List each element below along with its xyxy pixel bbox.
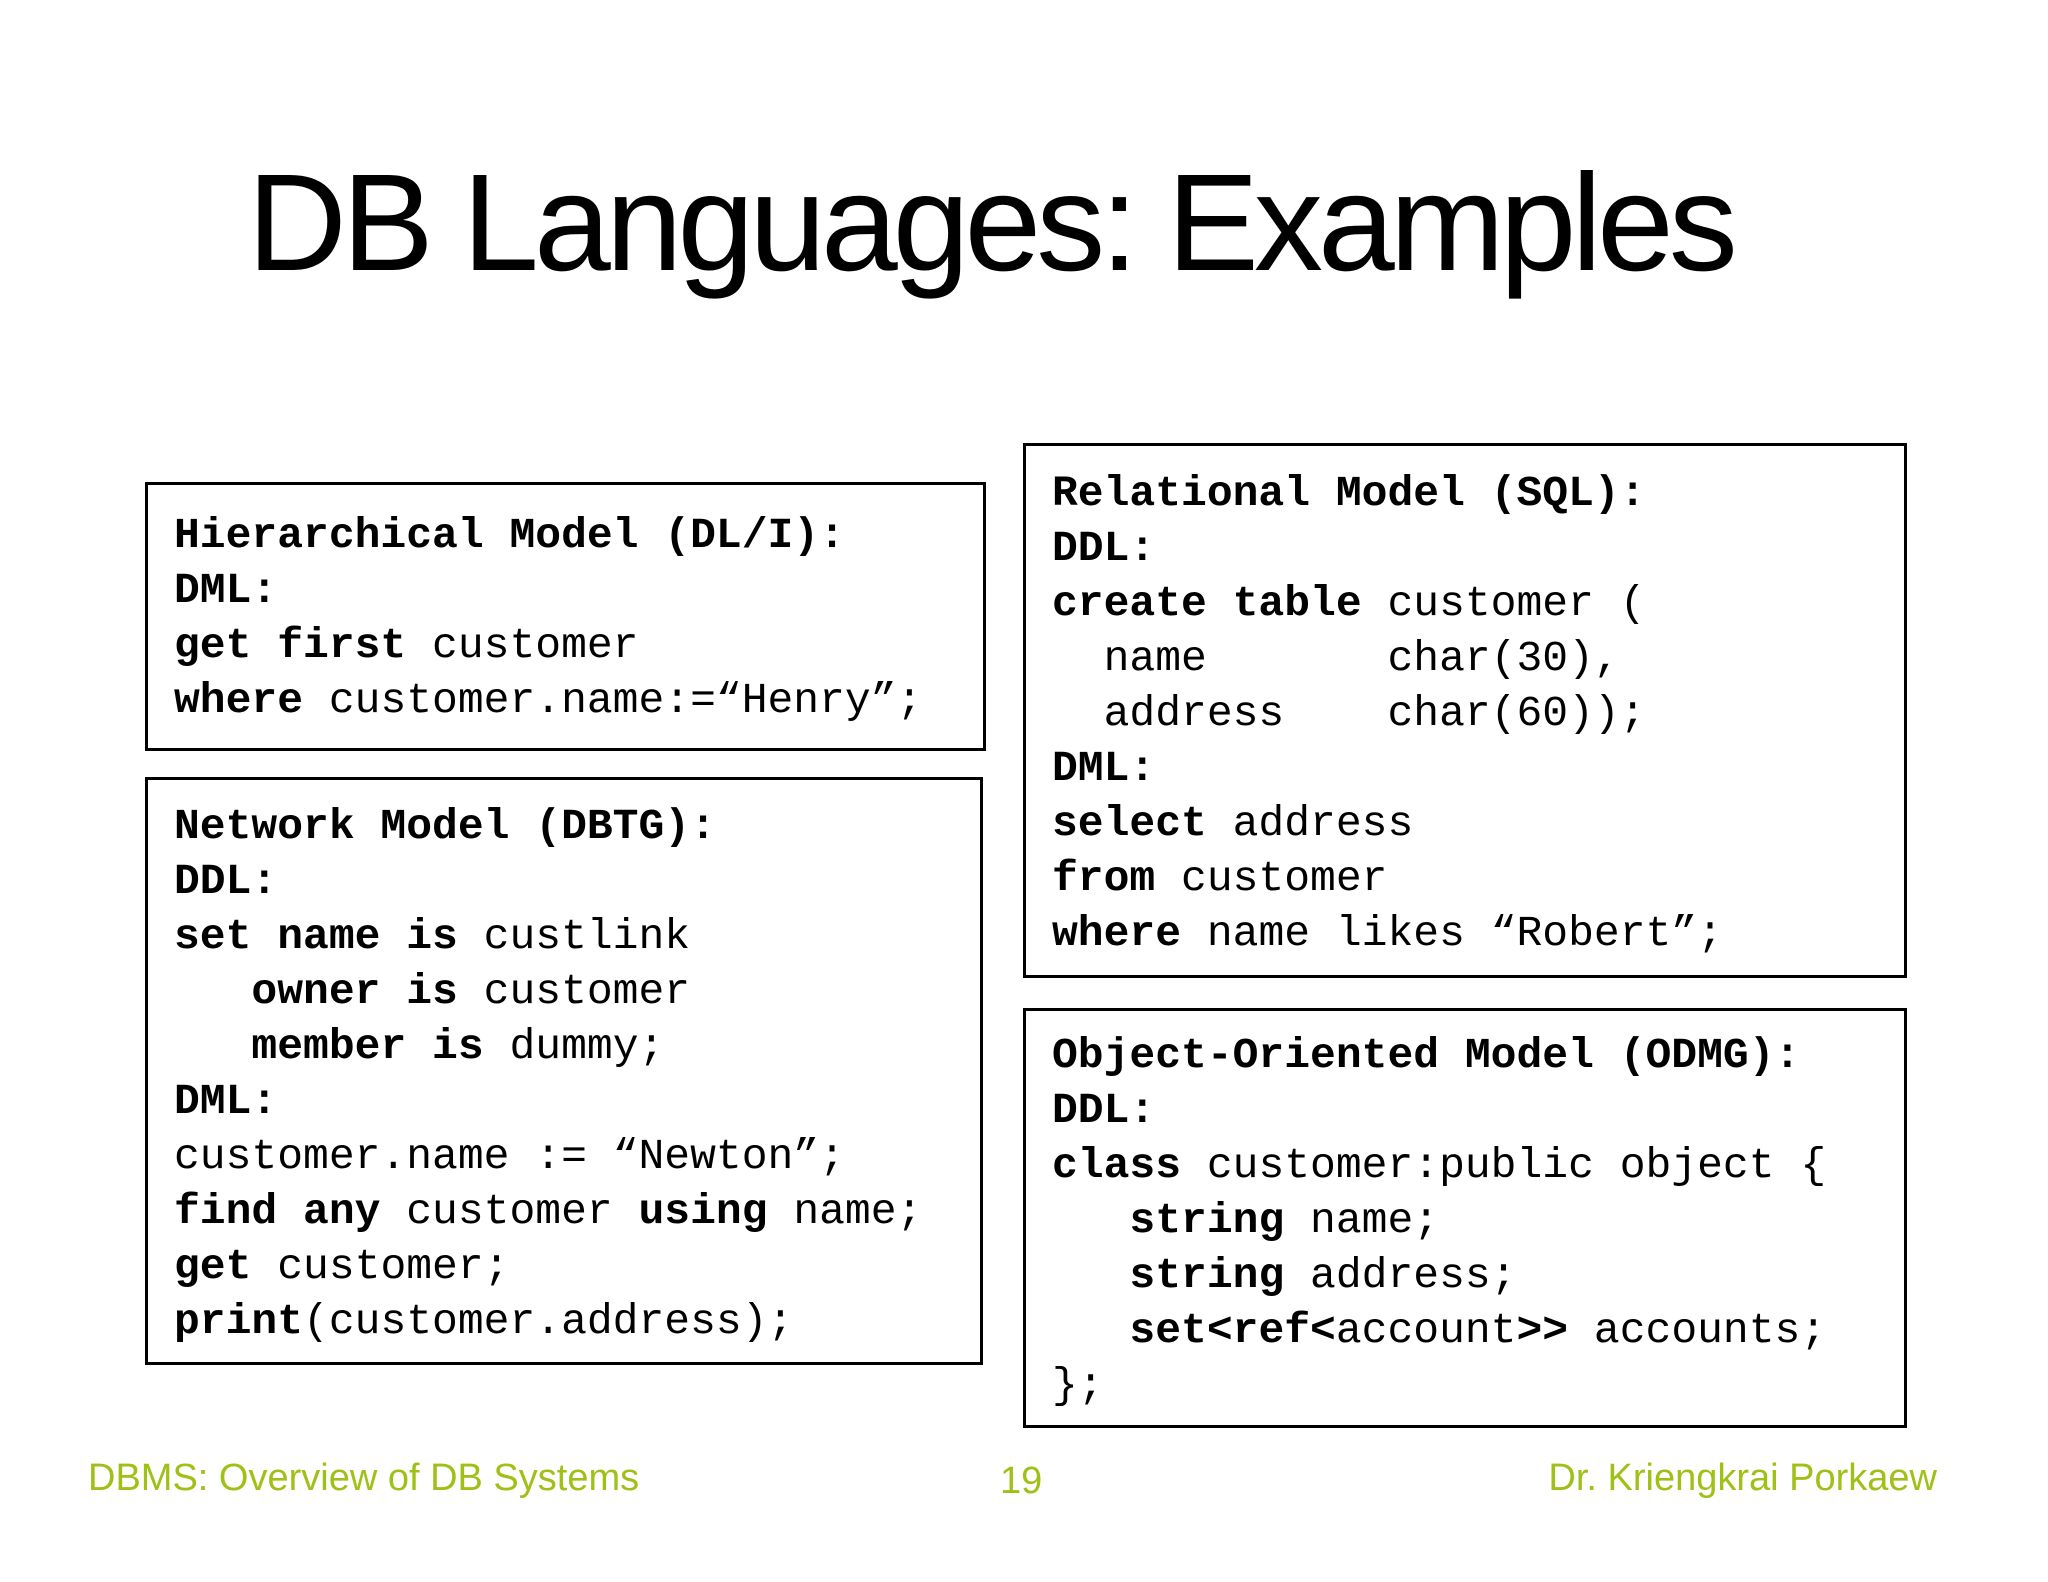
code-line: set name is custlink bbox=[174, 909, 980, 964]
object-oriented-model-box: Object-Oriented Model (ODMG):DDL:class c… bbox=[1023, 1008, 1907, 1428]
code-line: Relational Model (SQL): bbox=[1052, 466, 1904, 521]
footer-course-label: DBMS: Overview of DB Systems bbox=[88, 1457, 640, 1499]
code-keyword: create table bbox=[1052, 579, 1362, 628]
code-keyword: DDL: bbox=[1052, 524, 1156, 573]
code-text bbox=[1052, 1251, 1129, 1300]
code-keyword: where bbox=[1052, 909, 1182, 958]
code-text: name; bbox=[1284, 1196, 1440, 1245]
code-line: select address bbox=[1052, 796, 1904, 851]
code-keyword: select bbox=[1052, 799, 1207, 848]
network-model-box: Network Model (DBTG):DDL:set name is cus… bbox=[145, 777, 983, 1365]
code-text: customer bbox=[380, 1187, 639, 1236]
code-text: }; bbox=[1052, 1361, 1104, 1410]
code-text: address char(60)); bbox=[1052, 689, 1646, 738]
code-text: name; bbox=[767, 1187, 923, 1236]
code-line: from customer bbox=[1052, 851, 1904, 906]
code-line: customer.name := “Newton”; bbox=[174, 1129, 980, 1184]
page-number: 19 bbox=[1000, 1460, 1043, 1502]
code-text bbox=[1052, 1306, 1129, 1355]
code-keyword: string bbox=[1129, 1196, 1285, 1245]
code-keyword: string bbox=[1129, 1251, 1285, 1300]
code-keyword: Hierarchical Model (DL/I): bbox=[174, 511, 845, 560]
code-text: name char(30), bbox=[1052, 634, 1620, 683]
code-text: (customer.address); bbox=[303, 1297, 794, 1346]
code-keyword: >> bbox=[1516, 1306, 1569, 1355]
code-keyword: print bbox=[174, 1297, 304, 1346]
relational-model-box: Relational Model (SQL): DDL:create table … bbox=[1023, 443, 1907, 978]
code-keyword: DML: bbox=[174, 1077, 278, 1126]
code-keyword: from bbox=[1052, 854, 1156, 903]
code-text bbox=[174, 1022, 251, 1071]
code-line: DML: bbox=[1052, 741, 1904, 796]
code-line: member is dummy; bbox=[174, 1019, 980, 1074]
code-keyword: DML: bbox=[1052, 744, 1156, 793]
code-text: customer ( bbox=[1361, 579, 1646, 628]
code-line: DDL: bbox=[1052, 1083, 1904, 1138]
code-keyword: using bbox=[638, 1187, 768, 1236]
code-line: Object-Oriented Model (ODMG): bbox=[1052, 1028, 1904, 1083]
code-keyword: Relational Model (SQL): bbox=[1052, 469, 1646, 518]
code-keyword: where bbox=[174, 676, 304, 725]
code-line: DDL: bbox=[174, 854, 980, 909]
code-text bbox=[1052, 1196, 1129, 1245]
code-line: name char(30), bbox=[1052, 631, 1904, 686]
code-line: string name; bbox=[1052, 1193, 1904, 1248]
code-keyword: DDL: bbox=[1052, 1086, 1156, 1135]
footer-author-label: Dr. Kriengkrai Porkaew bbox=[1548, 1457, 1937, 1499]
code-line: create table customer ( bbox=[1052, 576, 1904, 631]
code-line: string address; bbox=[1052, 1248, 1904, 1303]
code-text: customer bbox=[1155, 854, 1388, 903]
code-line: find any customer using name; bbox=[174, 1184, 980, 1239]
code-keyword: Network Model (DBTG): bbox=[174, 802, 716, 851]
code-keyword: class bbox=[1052, 1141, 1182, 1190]
code-line: Hierarchical Model (DL/I): bbox=[174, 508, 983, 563]
code-line: }; bbox=[1052, 1358, 1904, 1413]
code-line: print(customer.address); bbox=[174, 1294, 980, 1349]
code-keyword: DDL: bbox=[174, 857, 278, 906]
code-text: customer bbox=[457, 967, 691, 1016]
code-line: get customer; bbox=[174, 1239, 980, 1294]
code-text: address; bbox=[1284, 1251, 1517, 1300]
code-keyword: set<ref< bbox=[1129, 1306, 1336, 1355]
hierarchical-model-box: Hierarchical Model (DL/I): DML:get first … bbox=[145, 482, 986, 751]
code-text: customer.name:=“Henry”; bbox=[303, 676, 923, 725]
code-line: class customer:public object { bbox=[1052, 1138, 1904, 1193]
code-line: Network Model (DBTG): bbox=[174, 799, 980, 854]
code-text bbox=[174, 967, 251, 1016]
code-text: account bbox=[1335, 1306, 1517, 1355]
code-text: customer:public object { bbox=[1181, 1141, 1827, 1190]
code-text: customer; bbox=[251, 1242, 510, 1291]
code-line: set<ref<account>> accounts; bbox=[1052, 1303, 1904, 1358]
code-keyword: get first bbox=[174, 621, 407, 670]
code-keyword: get bbox=[174, 1242, 252, 1291]
code-keyword: owner is bbox=[251, 967, 458, 1016]
code-line: DDL: bbox=[1052, 521, 1904, 576]
code-text: dummy; bbox=[483, 1022, 665, 1071]
code-keyword: member is bbox=[251, 1022, 484, 1071]
code-line: owner is customer bbox=[174, 964, 980, 1019]
code-keyword: DML: bbox=[174, 566, 278, 615]
code-text: custlink bbox=[457, 912, 691, 961]
code-keyword: Object-Oriented Model (ODMG): bbox=[1052, 1031, 1801, 1080]
code-line: get first customer bbox=[174, 618, 983, 673]
code-line: address char(60)); bbox=[1052, 686, 1904, 741]
code-text: address bbox=[1206, 799, 1414, 848]
code-text: customer.name := “Newton”; bbox=[174, 1132, 845, 1181]
code-keyword: find any bbox=[174, 1187, 381, 1236]
code-text: customer bbox=[406, 621, 639, 670]
code-text: name likes “Robert”; bbox=[1181, 909, 1723, 958]
code-line: DML: bbox=[174, 1074, 980, 1129]
code-line: where customer.name:=“Henry”; bbox=[174, 673, 983, 728]
page-title: DB Languages: Examples bbox=[247, 146, 1738, 300]
code-keyword: set name is bbox=[174, 912, 458, 961]
code-line: DML: bbox=[174, 563, 983, 618]
code-line: where name likes “Robert”; bbox=[1052, 906, 1904, 961]
code-text: accounts; bbox=[1568, 1306, 1827, 1355]
